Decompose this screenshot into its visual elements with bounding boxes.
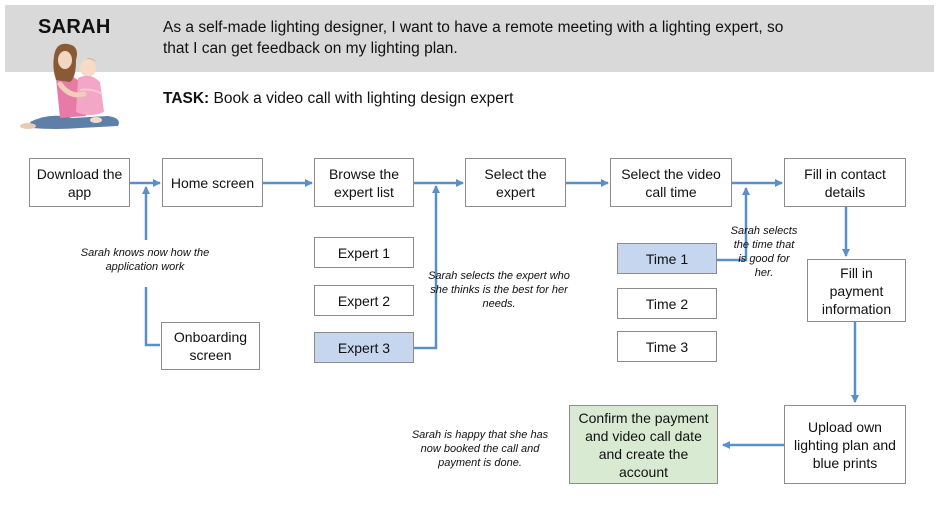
arrow-time1-contact xyxy=(716,187,750,262)
time-option-2: Time 2 xyxy=(617,288,717,319)
note-booking-done: Sarah is happy that she has now booked t… xyxy=(411,429,549,469)
user-story: As a self-made lighting designer, I want… xyxy=(163,19,784,57)
persona-name: SARAH xyxy=(38,16,111,38)
step-confirm-payment: Confirm the payment and video call date … xyxy=(569,405,718,484)
task-line: TASK: Book a video call with lighting de… xyxy=(163,90,513,108)
step-select-expert: Select the expert xyxy=(465,158,566,207)
step-fill-payment-information: Fill in payment information xyxy=(807,259,906,322)
step-download-app: Download the app xyxy=(29,158,130,207)
expert-option-3-selected: Expert 3 xyxy=(314,332,414,363)
header-band xyxy=(5,5,934,72)
expert-option-1: Expert 1 xyxy=(314,237,414,268)
time-option-1-selected: Time 1 xyxy=(617,243,717,274)
persona-photo xyxy=(20,43,119,129)
step-onboarding-screen: Onboarding screen xyxy=(161,322,260,370)
note-select-expert: Sarah selects the expert who she thinks … xyxy=(428,270,570,310)
note-onboarding: Sarah knows now how the application work xyxy=(80,247,210,273)
step-browse-expert-list: Browse the expert list xyxy=(314,158,414,207)
task-label: TASK: xyxy=(163,90,210,107)
note-select-time: Sarah selects the time that is good for … xyxy=(730,225,798,279)
step-upload-lighting-plan: Upload own lighting plan and blue prints xyxy=(784,405,906,484)
expert-option-2: Expert 2 xyxy=(314,285,414,316)
time-option-3: Time 3 xyxy=(617,331,717,362)
step-fill-contact-details: Fill in contact details xyxy=(784,158,906,207)
task-text: Book a video call with lighting design e… xyxy=(213,90,514,107)
step-select-video-call-time: Select the video call time xyxy=(610,158,732,207)
arrow-onboarding-line xyxy=(144,287,160,347)
step-home-screen: Home screen xyxy=(162,158,263,207)
arrow-expert3-select xyxy=(414,185,440,350)
